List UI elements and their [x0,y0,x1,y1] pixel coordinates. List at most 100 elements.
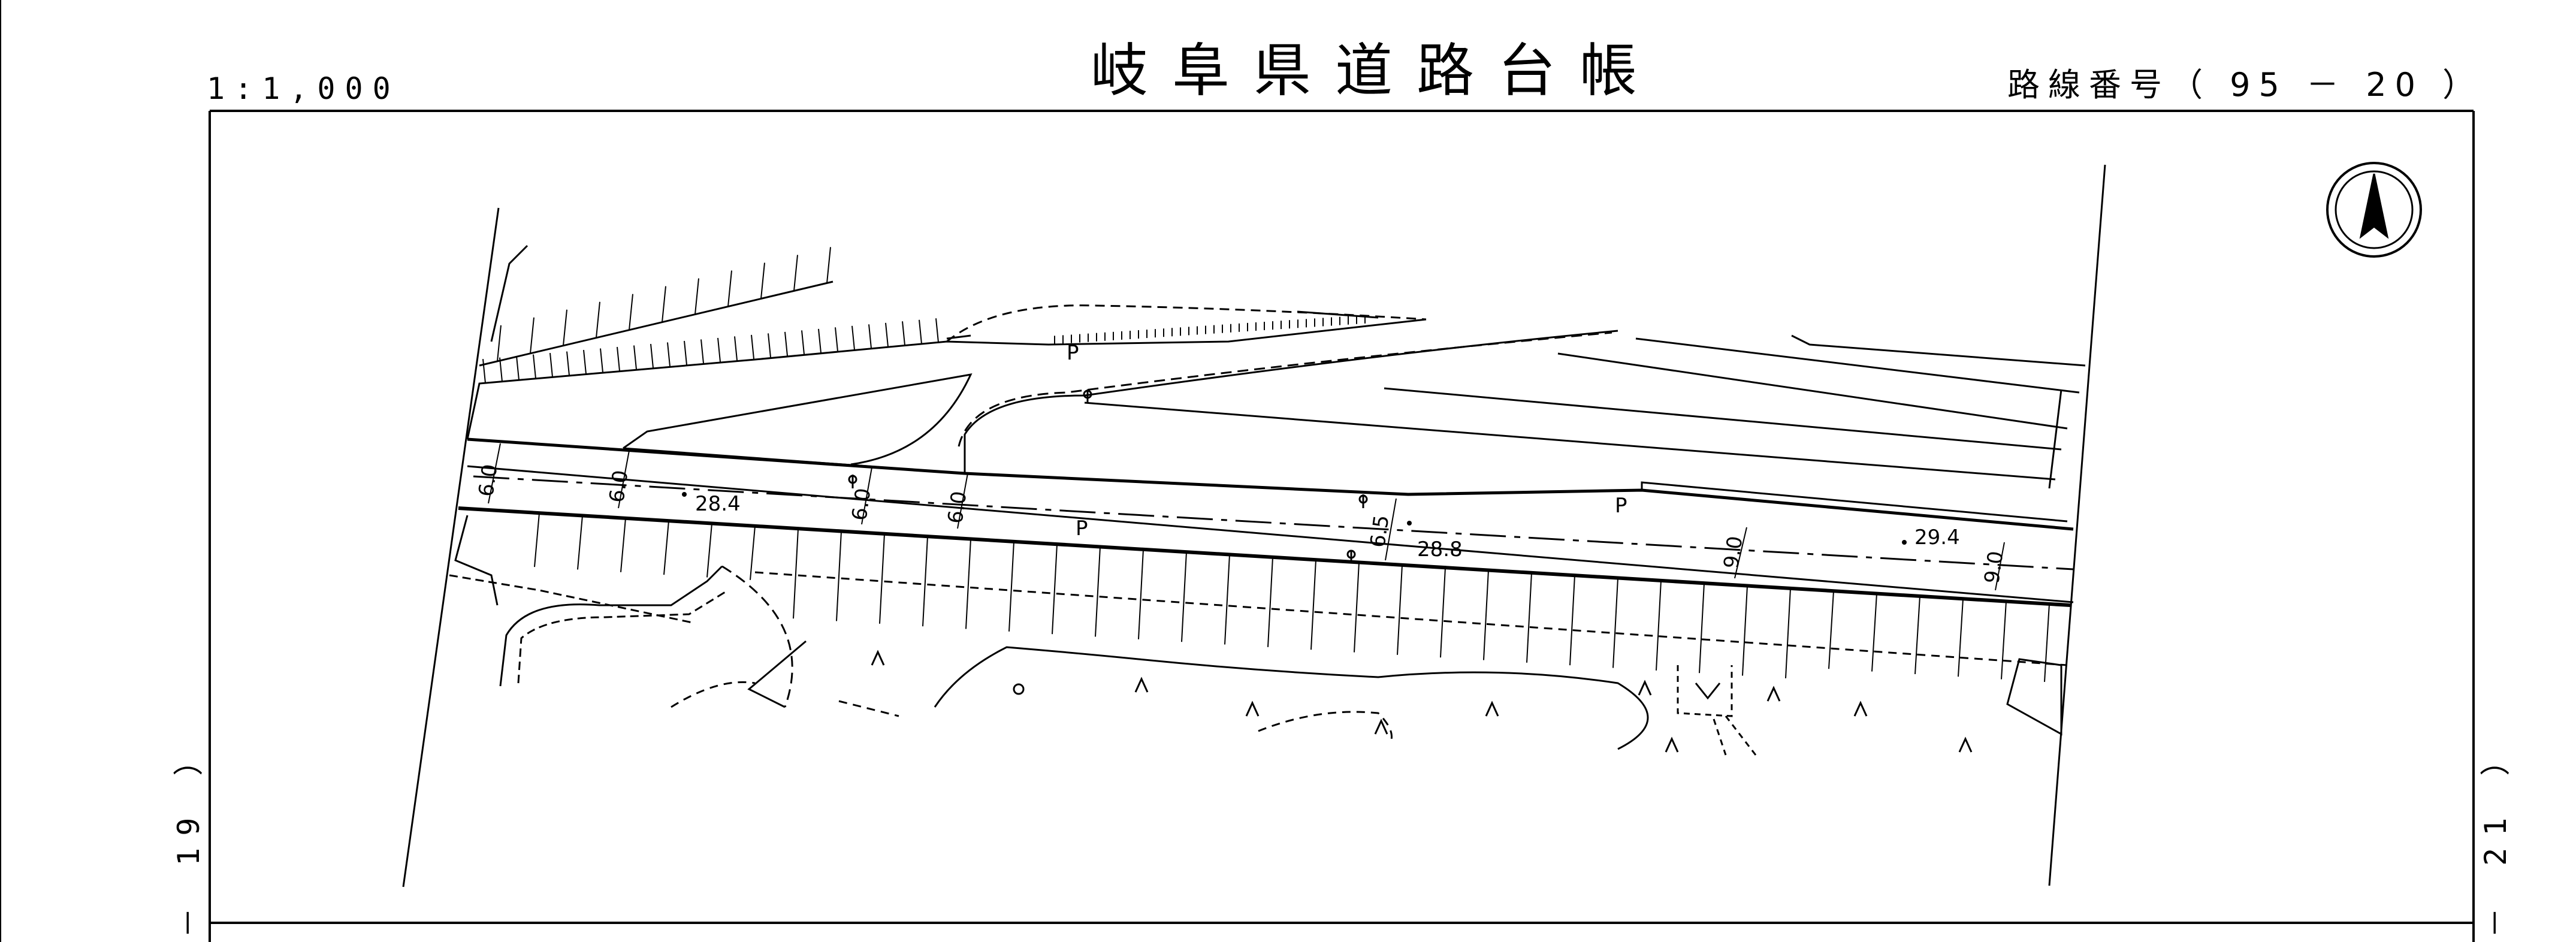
hatch-tick [793,255,798,291]
vegetation-symbol [1665,736,1679,753]
hatch-tick [1785,588,1791,678]
hatch-tick [706,523,712,578]
hatch-tick [935,318,939,343]
hatch-tick [684,340,687,366]
hatch-tick [885,322,889,347]
hatch-tick [919,319,922,344]
hatch-tick [717,337,721,363]
upper-features [466,244,2086,523]
hatch-tick [516,355,520,381]
hatch-tick [663,521,669,575]
pole-label: P [1615,494,1627,518]
hatch-tick [818,328,822,353]
road-width-label: 6.0 [847,487,875,522]
hatch-tick [566,351,570,376]
embankment-hatching [482,247,2050,682]
hatch-tick [1483,570,1489,660]
vegetation-symbols [871,650,1973,753]
vegetation-symbol [1766,686,1781,702]
route-number: 路線番号（ 95 － 20 ） [2007,66,2484,104]
road-centerline [473,475,2074,570]
hatch-tick [1224,554,1230,645]
hatch-tick [1181,552,1187,642]
road-width-label: 6.0 [474,463,502,498]
pole-labels: P P P [1067,341,1627,541]
hatch-tick [965,539,971,629]
vegetation-symbol [1245,701,1260,717]
page-title: 岐阜県道路台帳 [1091,37,1661,104]
vegetation-symbol [1485,701,1499,717]
road-width-label: 6.0 [943,490,971,525]
hatch-tick [2044,603,2050,682]
hatch-tick [650,343,654,369]
hatch-tick [835,327,838,352]
hatch-tick [577,515,583,570]
road-width-label: 6.5 [1366,514,1394,549]
hatch-tick [534,513,540,567]
pole-label: P [1067,341,1079,365]
hatch-tick [482,359,486,384]
hatch-tick [750,526,756,580]
hatch-tick [662,286,666,322]
hatch-tick [563,309,567,346]
north-arrow-icon [2326,162,2422,258]
width-arrows [488,443,2005,591]
hatch-tick [620,518,626,572]
vegetation-symbol [1013,683,1025,695]
road-width-label: 6.0 [605,469,633,504]
hatch-tick [727,270,732,307]
hatch-tick [2001,601,2007,680]
hatch-tick [784,331,788,356]
hatch-tick [760,262,765,299]
hatch-tick [1440,567,1446,658]
road-width-labels: 6.0 6.0 6.0 6.0 6.5 9.0 9.0 [474,463,2008,585]
hatch-tick [734,336,738,361]
hatch-tick [530,317,534,354]
hatch-tick [667,342,671,367]
hatch-tick [1871,593,1877,672]
hatch-tick [1569,575,1575,666]
hatch-tick [617,346,620,372]
hatch-tick [596,301,600,338]
sheet-boundary-lines [402,164,2106,887]
elevation-labels: 28.4 28.8 29.4 [682,492,1960,561]
utility-poles [848,390,1368,563]
hatch-tick [694,278,699,315]
vegetation-symbol [1638,680,1652,696]
hatch-tick [1958,599,1964,677]
hatch-tick [629,294,633,330]
hatch-tick [768,333,771,358]
hatch-tick [836,531,842,621]
hatch-tick [633,345,637,370]
hatch-tick [1138,549,1144,639]
vegetation-symbol [1695,683,1721,700]
hatch-tick [879,533,885,624]
elevation-label: 28.8 [1417,538,1463,561]
vegetation-symbol [1374,718,1388,735]
hatch-tick [1828,591,1834,669]
vegetation-symbol [1958,736,1973,753]
lower-features [449,515,2068,756]
hatch-tick [851,325,855,350]
hatch-tick [902,321,905,346]
scale-label: 1:1,000 [207,71,400,106]
hatch-tick [1742,585,1748,676]
hatch-tick [826,247,831,283]
road-width-label: 9.0 [1719,535,1747,570]
hatch-tick [793,529,799,619]
road-width-label: 9.0 [1980,550,2008,585]
hatch-tick [1354,562,1360,653]
hatch-tick [1310,560,1316,650]
hatch-tick [600,348,603,373]
vegetation-symbol [1134,677,1149,693]
elevation-label: 28.4 [695,492,741,516]
hatch-tick [1699,583,1705,674]
hatch-tick [549,352,553,378]
hatch-tick [1095,547,1101,637]
hatch-tick [1612,578,1618,668]
vegetation-symbol [871,650,885,666]
elevation-label: 29.4 [1914,526,1960,550]
hatch-tick [1052,544,1058,635]
